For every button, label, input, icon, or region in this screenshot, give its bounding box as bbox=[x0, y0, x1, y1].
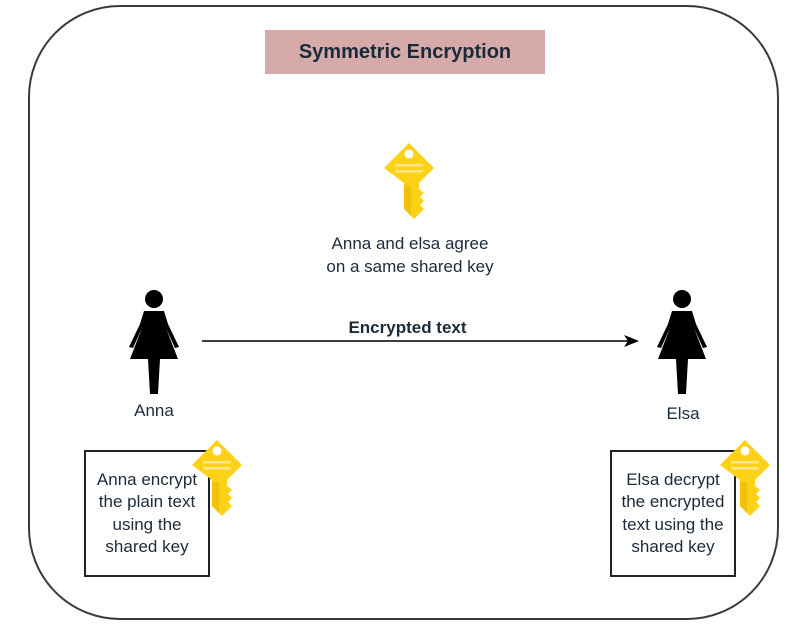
diagram-frame bbox=[28, 5, 779, 620]
key-icon bbox=[720, 440, 770, 516]
sender-name: Anna bbox=[134, 401, 174, 420]
diagram-title: Symmetric Encryption bbox=[265, 30, 545, 74]
caption-line-1: Anna and elsa agree bbox=[331, 234, 489, 253]
encrypted-text-arrow bbox=[202, 335, 639, 347]
caption-line-2: on a same shared key bbox=[326, 257, 494, 276]
key-icon bbox=[192, 440, 242, 516]
note-line: shared key bbox=[105, 537, 189, 556]
note-line: Anna encrypt bbox=[96, 469, 198, 489]
arrow-label: Encrypted text bbox=[348, 318, 467, 337]
note-line: the plain text bbox=[98, 492, 196, 511]
receiver-note: Elsa decrypt the encrypted text using th… bbox=[610, 450, 736, 577]
female-person-icon bbox=[129, 290, 179, 394]
note-line: using the bbox=[112, 514, 182, 534]
note-line: the encrypted bbox=[621, 492, 725, 511]
female-person-icon bbox=[657, 290, 707, 394]
sender-note: Anna encrypt the plain text using the sh… bbox=[84, 450, 210, 577]
note-line: shared key bbox=[631, 537, 715, 556]
receiver-name: Elsa bbox=[666, 404, 700, 423]
note-line: Elsa decrypt bbox=[626, 469, 720, 489]
note-line: text using the bbox=[622, 514, 724, 534]
shared-key-caption: Anna and elsa agree on a same shared key bbox=[290, 232, 530, 278]
key-icon bbox=[384, 143, 434, 219]
